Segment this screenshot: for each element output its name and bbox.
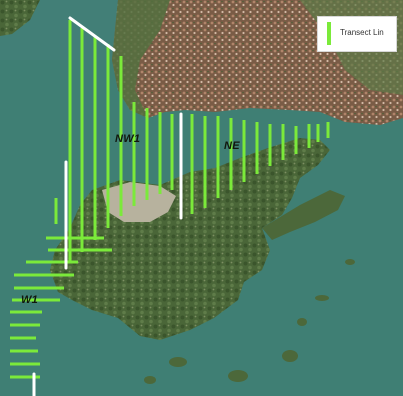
island-7 <box>345 259 355 265</box>
area-label-w1: W1 <box>21 294 39 306</box>
land-northwest <box>0 0 40 36</box>
area-label-nw1: NW1 <box>115 133 141 145</box>
map-legend: Transect Lin <box>317 16 397 52</box>
land-northeast-vegetation <box>112 0 170 118</box>
area-label-ne: NE <box>224 140 240 152</box>
boundary-north <box>68 16 116 52</box>
island-4 <box>315 295 329 301</box>
transect-lines <box>10 20 330 379</box>
island-2 <box>282 350 298 362</box>
transect-line-swatch-icon <box>327 22 331 45</box>
land-south-east-arm <box>262 190 345 240</box>
survey-boundaries <box>32 16 183 396</box>
island-6 <box>144 376 156 384</box>
island-1 <box>228 370 248 382</box>
legend-label: Transect Lin <box>340 28 384 37</box>
island-3 <box>297 318 307 326</box>
island-5 <box>169 357 187 367</box>
